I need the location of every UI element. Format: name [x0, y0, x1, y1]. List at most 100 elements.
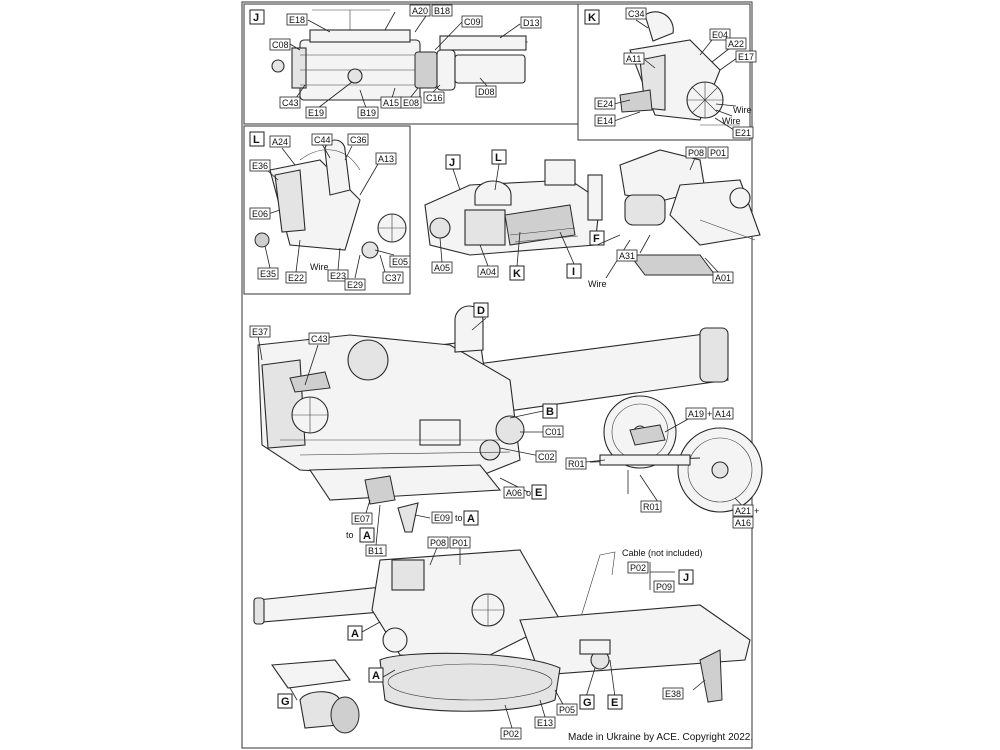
ref-letter: I: [572, 266, 575, 278]
panel-k-frame: [577, 3, 751, 141]
part-label: P02: [503, 729, 519, 739]
part-label: P05: [559, 705, 575, 715]
panel-j-labels: E18 A20 B18 C09 D13 C08 C43 E19 B19 A15 …: [269, 4, 542, 119]
part-label: A04: [480, 267, 496, 277]
ref-letter: J: [449, 157, 455, 169]
part-label: A14: [715, 409, 731, 419]
part-label: E13: [537, 718, 553, 728]
wire-label: Wire: [588, 279, 607, 289]
panel-l-assembly-drawing: [254, 139, 407, 259]
part-label: E37: [252, 327, 268, 337]
part-label: D08: [478, 87, 495, 97]
part-label: C43: [282, 98, 299, 108]
copyright-footer: Made in Ukraine by ACE. Copyright 2022.: [568, 732, 754, 743]
panel-j-assembly-drawing: [271, 9, 528, 101]
panel-j-letter: J: [253, 12, 259, 24]
part-label: P02: [630, 563, 646, 573]
panel-l: L A24: [243, 125, 411, 295]
part-label: E23: [330, 271, 346, 281]
part-label: C34: [628, 9, 645, 19]
part-label: C44: [314, 135, 331, 145]
part-label: A13: [378, 154, 394, 164]
part-label: A06: [506, 488, 522, 498]
wheel-leaders: [585, 417, 747, 511]
part-label: C37: [385, 273, 402, 283]
panel-k-leaders: [613, 19, 738, 131]
part-label: C01: [545, 427, 562, 437]
part-label: E09: [434, 513, 450, 523]
page-frame: [241, 1, 753, 749]
panel-k-letter: K: [588, 12, 596, 24]
ref-letter: A: [372, 670, 380, 682]
ref-letter: E: [535, 487, 542, 499]
part-label: E18: [289, 15, 305, 25]
panel-k: K C34 E04: [577, 3, 757, 141]
part-label: A24: [272, 137, 288, 147]
part-label: A19: [688, 409, 704, 419]
wire-label: Wire: [733, 105, 752, 115]
part-label: P01: [452, 538, 468, 548]
part-label: A01: [715, 273, 731, 283]
mid-subassemblies: J L K I F A05 A04 P08 P01 A31 A01 Wire: [424, 146, 761, 289]
part-label: E04: [712, 30, 728, 40]
wheel-drawing: [589, 395, 763, 513]
main-lower-labels: P08 P01 Cable (not included) P02 P09 E38…: [277, 536, 703, 740]
ref-letter: E: [611, 697, 618, 709]
panel-l-letter: L: [253, 134, 260, 146]
panel-j: J: [243, 3, 579, 125]
part-label: A11: [626, 54, 641, 64]
ref-letter: F: [593, 233, 600, 245]
part-label: R01: [568, 459, 585, 469]
ref-letter: D: [477, 305, 485, 317]
part-label: B11: [368, 546, 383, 556]
panel-l-frame: [243, 125, 411, 295]
ref-letter: B: [546, 406, 554, 418]
part-label: A20: [412, 6, 428, 16]
part-label: E21: [735, 128, 751, 138]
part-label: P01: [710, 148, 726, 158]
part-label: C43: [311, 334, 328, 344]
wire-label: Wire: [310, 262, 329, 272]
part-label: B18: [434, 6, 450, 16]
cradle-drawing: [424, 159, 603, 256]
part-label: E07: [354, 514, 370, 524]
to-word: to: [455, 513, 463, 523]
ref-letter: A: [363, 530, 371, 542]
part-label: E35: [260, 269, 276, 279]
part-label: C09: [464, 17, 481, 27]
part-label: C16: [426, 93, 443, 103]
carriage-drawing: [619, 149, 761, 276]
part-label: A21: [735, 506, 751, 516]
part-label: C08: [272, 40, 289, 50]
part-label: D13: [523, 18, 540, 28]
panel-l-labels: A24 C44 C36 A13 E36 E06 E05 E35 E22 E23 …: [249, 133, 411, 291]
ref-letter: G: [281, 696, 290, 708]
part-label: P08: [688, 148, 704, 158]
part-label: A15: [383, 98, 399, 108]
gun-lower-drawing: [253, 549, 751, 734]
main-lower-assembly: P08 P01 Cable (not included) P02 P09 E38…: [253, 536, 751, 740]
part-label: C36: [350, 135, 367, 145]
part-label: E14: [597, 116, 613, 126]
ref-letter: L: [495, 152, 502, 164]
part-label: E08: [403, 98, 419, 108]
main-upper-assembly: E37 C43 C01 C02 A06 of E07 B11 E09 to to…: [249, 302, 729, 557]
part-label: E19: [308, 108, 324, 118]
part-label: E24: [597, 99, 613, 109]
part-label: E22: [288, 273, 304, 283]
part-label: A16: [735, 518, 751, 528]
part-label: P09: [656, 582, 672, 592]
part-label: E05: [392, 257, 408, 267]
part-label: C02: [538, 452, 555, 462]
ref-letter: A: [467, 513, 475, 525]
plus-sign: +: [707, 409, 712, 419]
cable-note: Cable (not included): [622, 548, 703, 558]
part-label: E29: [347, 280, 363, 290]
part-label: B19: [360, 108, 376, 118]
part-label: E06: [252, 209, 268, 219]
part-label: P08: [430, 538, 446, 548]
part-label: R01: [643, 502, 660, 512]
gun-upper-drawing: [257, 305, 729, 533]
wire-label: Wire: [722, 116, 741, 126]
